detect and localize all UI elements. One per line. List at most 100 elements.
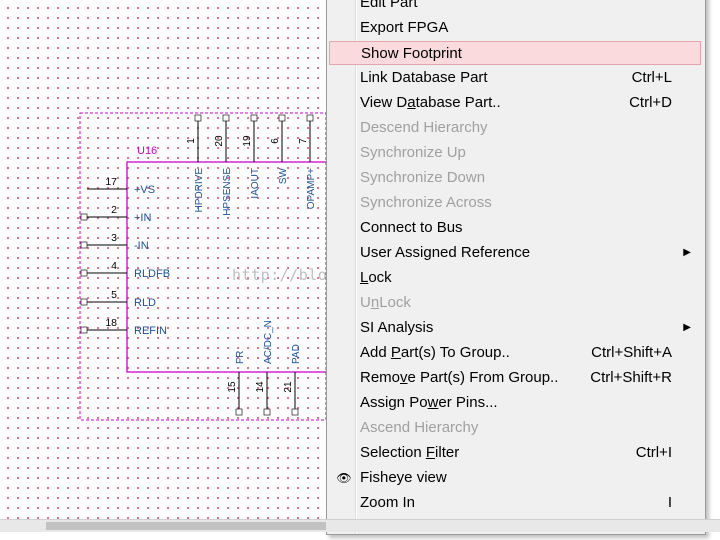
menu-item-label: Connect to Bus: [360, 219, 463, 236]
menu-item-assign-power-pins[interactable]: Assign Power Pins...: [329, 391, 701, 415]
menu-item-label: Assign Power Pins...: [360, 394, 498, 411]
menu-item-edit-part[interactable]: Edit Part: [329, 0, 701, 15]
pin-name: FR: [235, 351, 246, 364]
pin-endpoint-box[interactable]: [194, 114, 202, 122]
pin-endpoint-box[interactable]: [306, 114, 314, 122]
pin-number: 20: [214, 135, 225, 147]
pin-name: HPSENSE: [222, 168, 233, 216]
pin--vs[interactable]: 17+VS: [87, 176, 155, 196]
eye-icon: 👁: [336, 471, 352, 485]
menu-item-add-part-s-to-group[interactable]: Add Part(s) To Group.. Ctrl+Shift+A: [329, 341, 701, 365]
menu-item-shortcut: Ctrl+Shift+R: [590, 369, 672, 386]
submenu-arrow-icon: ▶: [683, 247, 691, 258]
part-reference-designator: U16: [137, 145, 157, 157]
menu-item-label: Synchronize Up: [360, 144, 466, 161]
pin-name: HPDRIVE: [194, 168, 205, 213]
pin-name: OPAMP+: [306, 168, 317, 209]
menu-item-label: Add Part(s) To Group..: [360, 344, 510, 361]
menu-item-synchronize-down: Synchronize Down: [329, 166, 701, 190]
menu-item-zoom-in[interactable]: Zoom In I: [329, 491, 701, 515]
menu-item-shortcut: Ctrl+L: [631, 69, 672, 86]
pin-endpoint-box[interactable]: [80, 241, 88, 249]
menu-item-fisheye-view[interactable]: 👁 Fisheye view: [329, 466, 701, 490]
part-selection-outline[interactable]: [79, 112, 326, 421]
menu-item-selection-filter[interactable]: Selection Filter Ctrl+I: [329, 441, 701, 465]
menu-item-user-assigned-reference[interactable]: User Assigned Reference ▶: [329, 241, 701, 265]
menu-item-label: Synchronize Across: [360, 194, 492, 211]
menu-item-shortcut: I: [667, 494, 672, 511]
pin-pad[interactable]: 21 PAD: [283, 344, 302, 416]
part-body[interactable]: [126, 161, 326, 373]
pin-number: 21: [283, 381, 294, 393]
menu-item-label: Edit Part: [360, 0, 418, 11]
menu-item-link-database-part[interactable]: Link Database Part Ctrl+L: [329, 66, 701, 90]
pin-number: 6: [270, 138, 281, 144]
pin-endpoint-box[interactable]: [80, 213, 88, 221]
pin-name: RLDFB: [134, 268, 170, 280]
menu-item-shortcut: Ctrl+D: [629, 94, 672, 111]
menu-item-synchronize-up: Synchronize Up: [329, 141, 701, 165]
pin--in[interactable]: 2+IN: [80, 204, 151, 224]
pin-endpoint-box[interactable]: [278, 114, 286, 122]
pin-endpoint-box[interactable]: [222, 114, 230, 122]
menu-item-label: Fisheye view: [360, 469, 447, 486]
menu-item-label: Ascend Hierarchy: [360, 419, 479, 436]
scrollbar-thumb[interactable]: [46, 522, 326, 530]
submenu-arrow-icon: ▶: [683, 322, 691, 333]
menu-item-export-fpga[interactable]: Export FPGA: [329, 16, 701, 40]
pin-name: RLD: [134, 297, 156, 309]
pin-endpoint-box[interactable]: [80, 298, 88, 306]
pin--in[interactable]: 3 -IN: [80, 232, 149, 252]
pin-number: 19: [242, 135, 253, 147]
menu-item-synchronize-across: Synchronize Across: [329, 191, 701, 215]
pin-endpoint-box[interactable]: [250, 114, 258, 122]
pin-endpoint-box[interactable]: [263, 408, 271, 416]
menu-item-label: Selection Filter: [360, 444, 460, 461]
pin-number: 3: [111, 232, 117, 244]
pin-name: REFIN: [134, 325, 167, 337]
menu-item-label: Remove Part(s) From Group..: [360, 369, 559, 386]
pin-name: PAD: [291, 344, 302, 364]
pin-endpoint-box[interactable]: [291, 408, 299, 416]
menu-item-label: User Assigned Reference: [360, 244, 531, 261]
menu-item-label: SI Analysis: [360, 319, 434, 336]
menu-item-ascend-hierarchy: Ascend Hierarchy: [329, 416, 701, 440]
pin-endpoint-box[interactable]: [80, 326, 88, 334]
menu-item-label: Lock: [360, 269, 392, 286]
pin-name: +IN: [134, 212, 151, 224]
menu-item-view-database-part[interactable]: View Database Part..Ctrl+D: [329, 91, 701, 115]
pin-name: -IN: [134, 240, 149, 252]
menu-item-shortcut: Ctrl+I: [635, 444, 672, 461]
pin-number: 17: [105, 176, 117, 188]
menu-item-label: Zoom In: [360, 494, 416, 511]
menu-item-si-analysis[interactable]: SI Analysis ▶: [329, 316, 701, 340]
menu-icon-gutter: [327, 0, 355, 534]
menu-item-label: Show Footprint: [361, 45, 462, 62]
menu-item-remove-part-s-from-group[interactable]: Remove Part(s) From Group.. Ctrl+Shift+R: [329, 366, 701, 390]
menu-item-show-footprint[interactable]: Show Footprint: [329, 41, 701, 65]
menu-item-label: UnLock: [360, 294, 411, 311]
menu-item-label: Link Database Part: [360, 69, 488, 86]
menu-item-lock[interactable]: Lock: [329, 266, 701, 290]
pin-endpoint-box[interactable]: [80, 269, 88, 277]
menu-item-shortcut: Ctrl+Shift+A: [591, 344, 672, 361]
menu-item-connect-to-bus[interactable]: Connect to Bus: [329, 216, 701, 240]
pin-number: 1: [186, 138, 197, 144]
horizontal-scrollbar[interactable]: [0, 519, 720, 532]
pin-endpoint-box[interactable]: [235, 408, 243, 416]
pin-number: 4: [111, 260, 117, 272]
pin-name: IAOUT: [250, 168, 261, 199]
pin-sw[interactable]: 6SW: [270, 114, 289, 184]
